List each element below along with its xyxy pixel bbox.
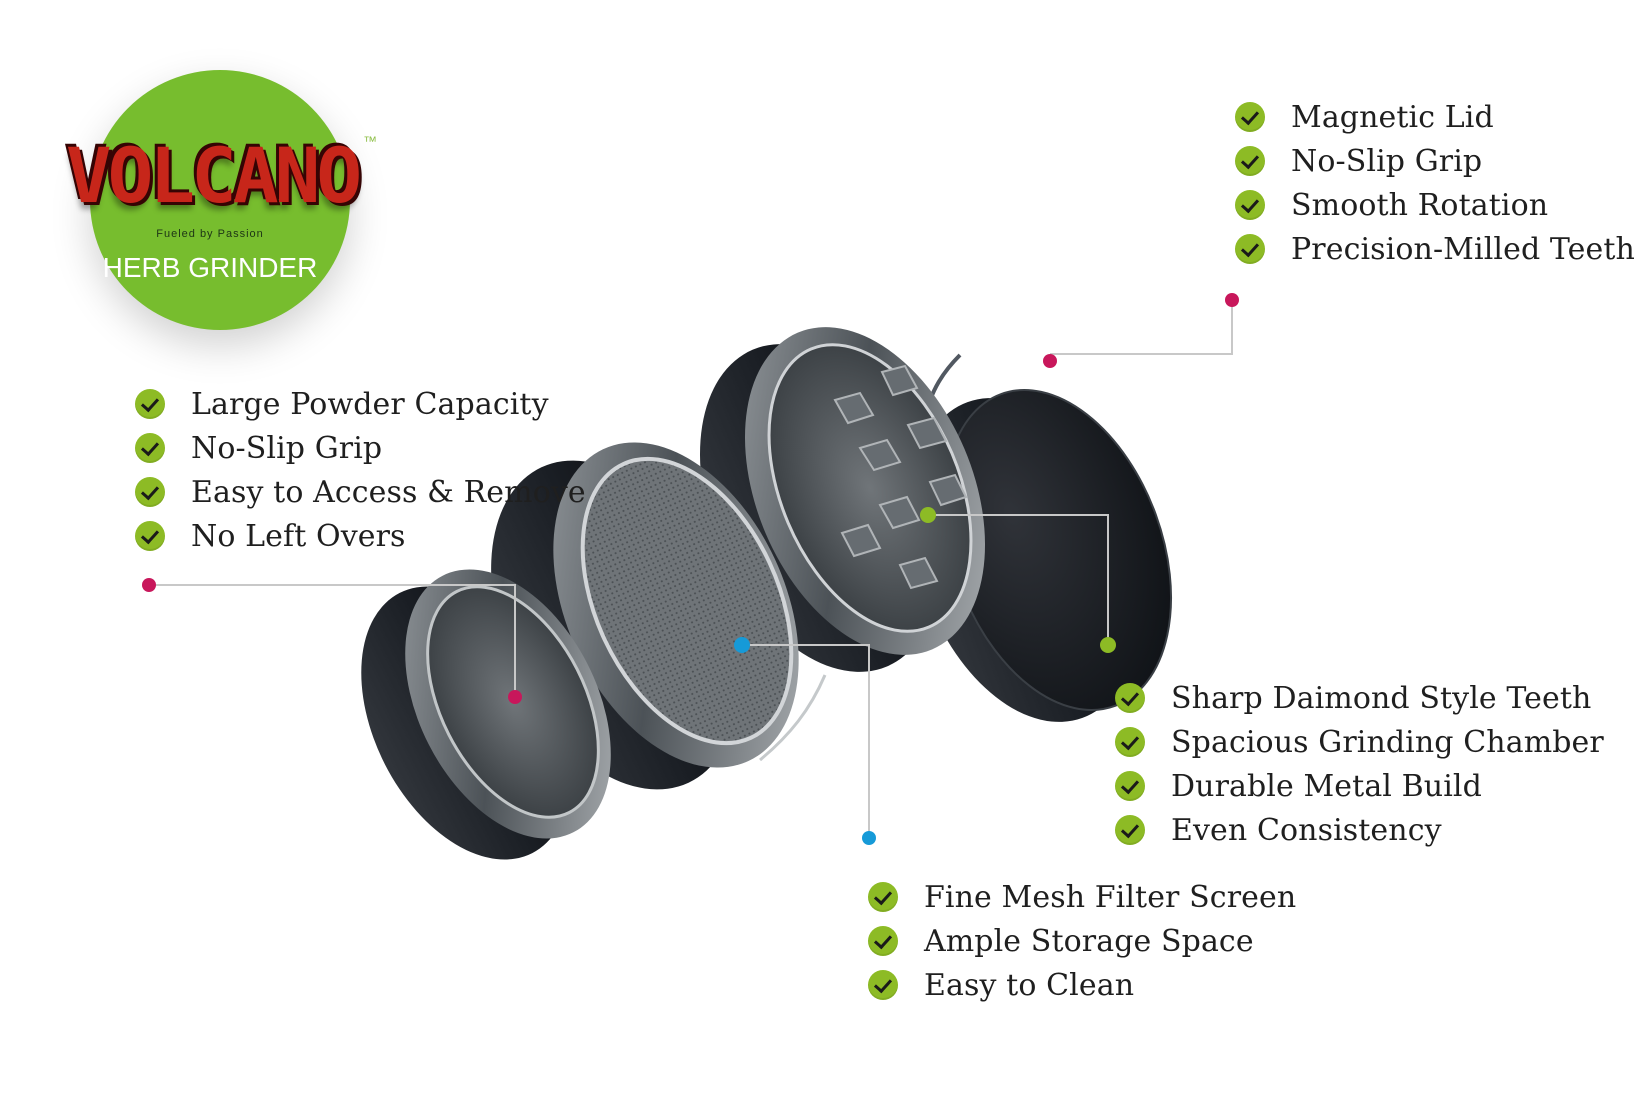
feature-item: Durable Metal Build bbox=[1115, 764, 1604, 808]
check-circle-icon bbox=[1115, 815, 1145, 845]
callout-lines bbox=[149, 300, 1233, 838]
filter-chamber-piece bbox=[491, 442, 827, 790]
feature-item: Sharp Daimond Style Teeth bbox=[1115, 676, 1604, 720]
check-circle-icon bbox=[1115, 683, 1145, 713]
feature-text: Precision-Milled Teeth bbox=[1291, 231, 1635, 267]
feature-text: Even Consistency bbox=[1171, 812, 1442, 848]
feature-text: Smooth Rotation bbox=[1291, 187, 1549, 223]
check-circle-icon bbox=[1235, 102, 1265, 132]
product-name: HERB GRINDER bbox=[102, 252, 318, 283]
feature-text: No Left Overs bbox=[191, 518, 406, 554]
feature-text: Sharp Daimond Style Teeth bbox=[1171, 680, 1592, 716]
bottom-chamber-piece bbox=[361, 569, 611, 860]
feature-text: No-Slip Grip bbox=[1291, 143, 1483, 179]
grinding-chamber-piece bbox=[700, 327, 985, 672]
feature-text: Magnetic Lid bbox=[1291, 99, 1494, 135]
lid-feature-list: Magnetic Lid No-Slip Grip Smooth Rotatio… bbox=[1235, 95, 1635, 271]
marker-grinder-label bbox=[1100, 637, 1116, 653]
feature-text: Large Powder Capacity bbox=[191, 386, 549, 422]
marker-grinder-part bbox=[920, 507, 936, 523]
marker-bottom-part bbox=[508, 690, 522, 704]
marker-filter-label bbox=[862, 831, 876, 845]
feature-item: Ample Storage Space bbox=[868, 919, 1296, 963]
feature-text: Easy to Access & Remove bbox=[191, 474, 586, 510]
marker-lid-label bbox=[1225, 293, 1239, 307]
check-circle-icon bbox=[868, 970, 898, 1000]
feature-text: Durable Metal Build bbox=[1171, 768, 1482, 804]
feature-item: Smooth Rotation bbox=[1235, 183, 1635, 227]
check-circle-icon bbox=[1235, 234, 1265, 264]
feature-item: No-Slip Grip bbox=[135, 426, 586, 470]
feature-text: Spacious Grinding Chamber bbox=[1171, 724, 1604, 760]
bottom-feature-list: Large Powder Capacity No-Slip Grip Easy … bbox=[135, 382, 586, 558]
feature-text: Ample Storage Space bbox=[924, 923, 1254, 959]
check-circle-icon bbox=[1235, 146, 1265, 176]
feature-item: Spacious Grinding Chamber bbox=[1115, 720, 1604, 764]
feature-item: Even Consistency bbox=[1115, 808, 1604, 852]
check-circle-icon bbox=[135, 433, 165, 463]
feature-item: Magnetic Lid bbox=[1235, 95, 1635, 139]
brand-name: VOLCANO bbox=[65, 131, 362, 220]
check-circle-icon bbox=[868, 926, 898, 956]
check-circle-icon bbox=[135, 389, 165, 419]
check-circle-icon bbox=[868, 882, 898, 912]
filter-feature-list: Fine Mesh Filter Screen Ample Storage Sp… bbox=[868, 875, 1296, 1007]
feature-item: Large Powder Capacity bbox=[135, 382, 586, 426]
brand-logo: VOLCANO ™ Fueled by Passion HERB GRINDER bbox=[40, 60, 440, 350]
feature-item: Easy to Access & Remove bbox=[135, 470, 586, 514]
marker-filter-part bbox=[734, 637, 750, 653]
marker-bottom-label bbox=[142, 578, 156, 592]
marker-lid-part bbox=[1043, 354, 1057, 368]
check-circle-icon bbox=[135, 521, 165, 551]
check-circle-icon bbox=[1115, 727, 1145, 757]
feature-item: No Left Overs bbox=[135, 514, 586, 558]
brand-badge bbox=[90, 70, 350, 330]
feature-text: No-Slip Grip bbox=[191, 430, 383, 466]
feature-item: Easy to Clean bbox=[868, 963, 1296, 1007]
feature-item: Fine Mesh Filter Screen bbox=[868, 875, 1296, 919]
callout-markers bbox=[142, 293, 1239, 845]
brand-trademark: ™ bbox=[363, 133, 377, 149]
feature-text: Fine Mesh Filter Screen bbox=[924, 879, 1297, 915]
check-circle-icon bbox=[135, 477, 165, 507]
brand-tagline: Fueled by Passion bbox=[156, 228, 264, 240]
feature-text: Easy to Clean bbox=[924, 967, 1135, 1003]
feature-item: No-Slip Grip bbox=[1235, 139, 1635, 183]
feature-item: Precision-Milled Teeth bbox=[1235, 227, 1635, 271]
check-circle-icon bbox=[1115, 771, 1145, 801]
check-circle-icon bbox=[1235, 190, 1265, 220]
grinder-feature-list: Sharp Daimond Style Teeth Spacious Grind… bbox=[1115, 676, 1604, 852]
